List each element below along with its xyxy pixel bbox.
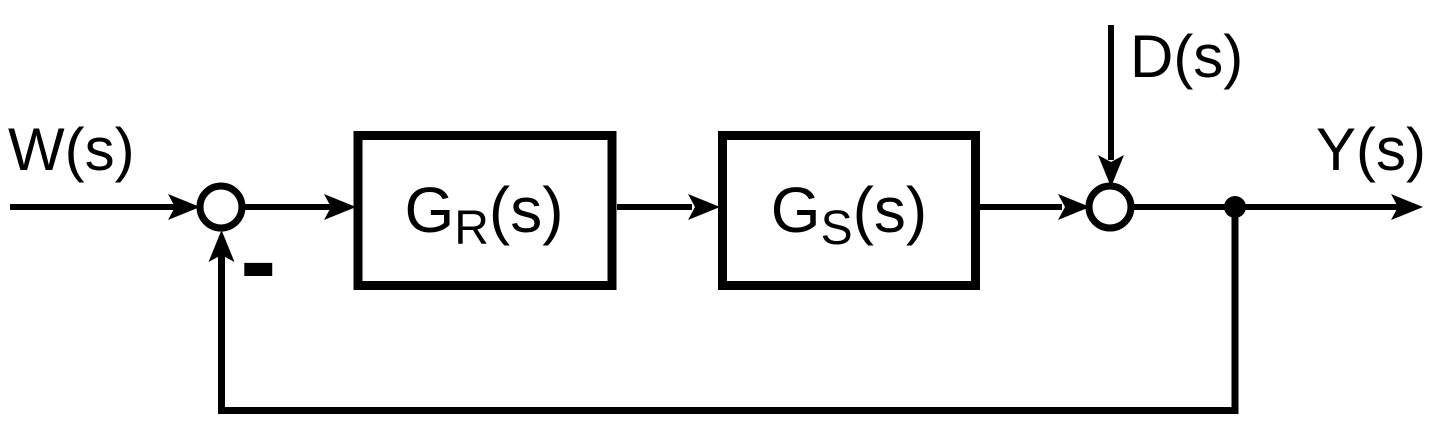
summing-junction-1	[196, 182, 246, 232]
feedback-line	[218, 207, 1239, 414]
input-arrowhead-icon	[168, 194, 200, 220]
minus-sign: -	[240, 199, 277, 322]
plant-label-subscript: S	[821, 202, 853, 255]
plant-label-base: G	[771, 174, 821, 246]
plant-label-arg: (s)	[853, 174, 928, 246]
controller-label-arg: (s)	[489, 174, 564, 246]
feedback-arrowhead-icon	[208, 230, 235, 262]
controller-block	[353, 131, 617, 290]
sum2-input-arrowhead-icon	[1058, 194, 1090, 220]
input-signal-label: W(s)	[8, 116, 135, 183]
output-signal-label: Y(s)	[1316, 116, 1426, 183]
plant-block	[718, 131, 980, 290]
controller-input-arrowhead-icon	[324, 194, 356, 220]
controller-label-subscript: R	[454, 202, 489, 255]
disturbance-signal-label: D(s)	[1130, 23, 1243, 90]
controller-label-base: G	[404, 174, 454, 246]
summing-junction-2	[1085, 182, 1135, 232]
output-arrowhead-icon	[1391, 194, 1423, 220]
disturbance-arrowhead-icon	[1098, 155, 1124, 187]
plant-block-label: GS(s)	[771, 174, 927, 255]
plant-input-arrowhead-icon	[688, 194, 720, 220]
controller-block-label: GR(s)	[404, 174, 563, 255]
